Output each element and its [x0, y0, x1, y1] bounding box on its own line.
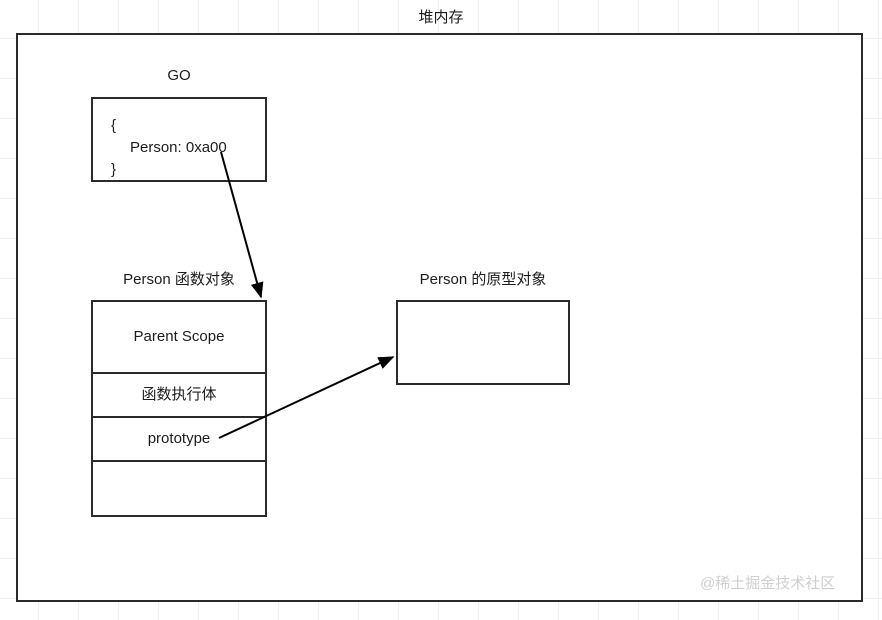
go-brace-open: {	[111, 117, 117, 134]
prototype-object-box	[396, 300, 570, 385]
function-object-label: Person 函数对象	[123, 271, 235, 288]
go-brace-close: }	[111, 161, 117, 178]
go-property-person: Person: 0xa00	[130, 139, 227, 156]
go-object-box: { Person: 0xa00 }	[91, 97, 267, 182]
site-watermark: @稀土掘金技术社区	[700, 575, 836, 592]
function-object-row-function-body: 函数执行体	[93, 374, 265, 418]
diagram-title: 堆内存	[418, 9, 464, 26]
function-object-row-empty	[93, 462, 265, 515]
function-object-row-prototype: prototype	[93, 418, 265, 462]
function-object-box: Parent Scope 函数执行体 prototype	[91, 300, 267, 517]
prototype-object-label: Person 的原型对象	[419, 271, 547, 288]
function-object-row-parent-scope: Parent Scope	[93, 302, 265, 374]
go-object-label: GO	[167, 67, 191, 84]
